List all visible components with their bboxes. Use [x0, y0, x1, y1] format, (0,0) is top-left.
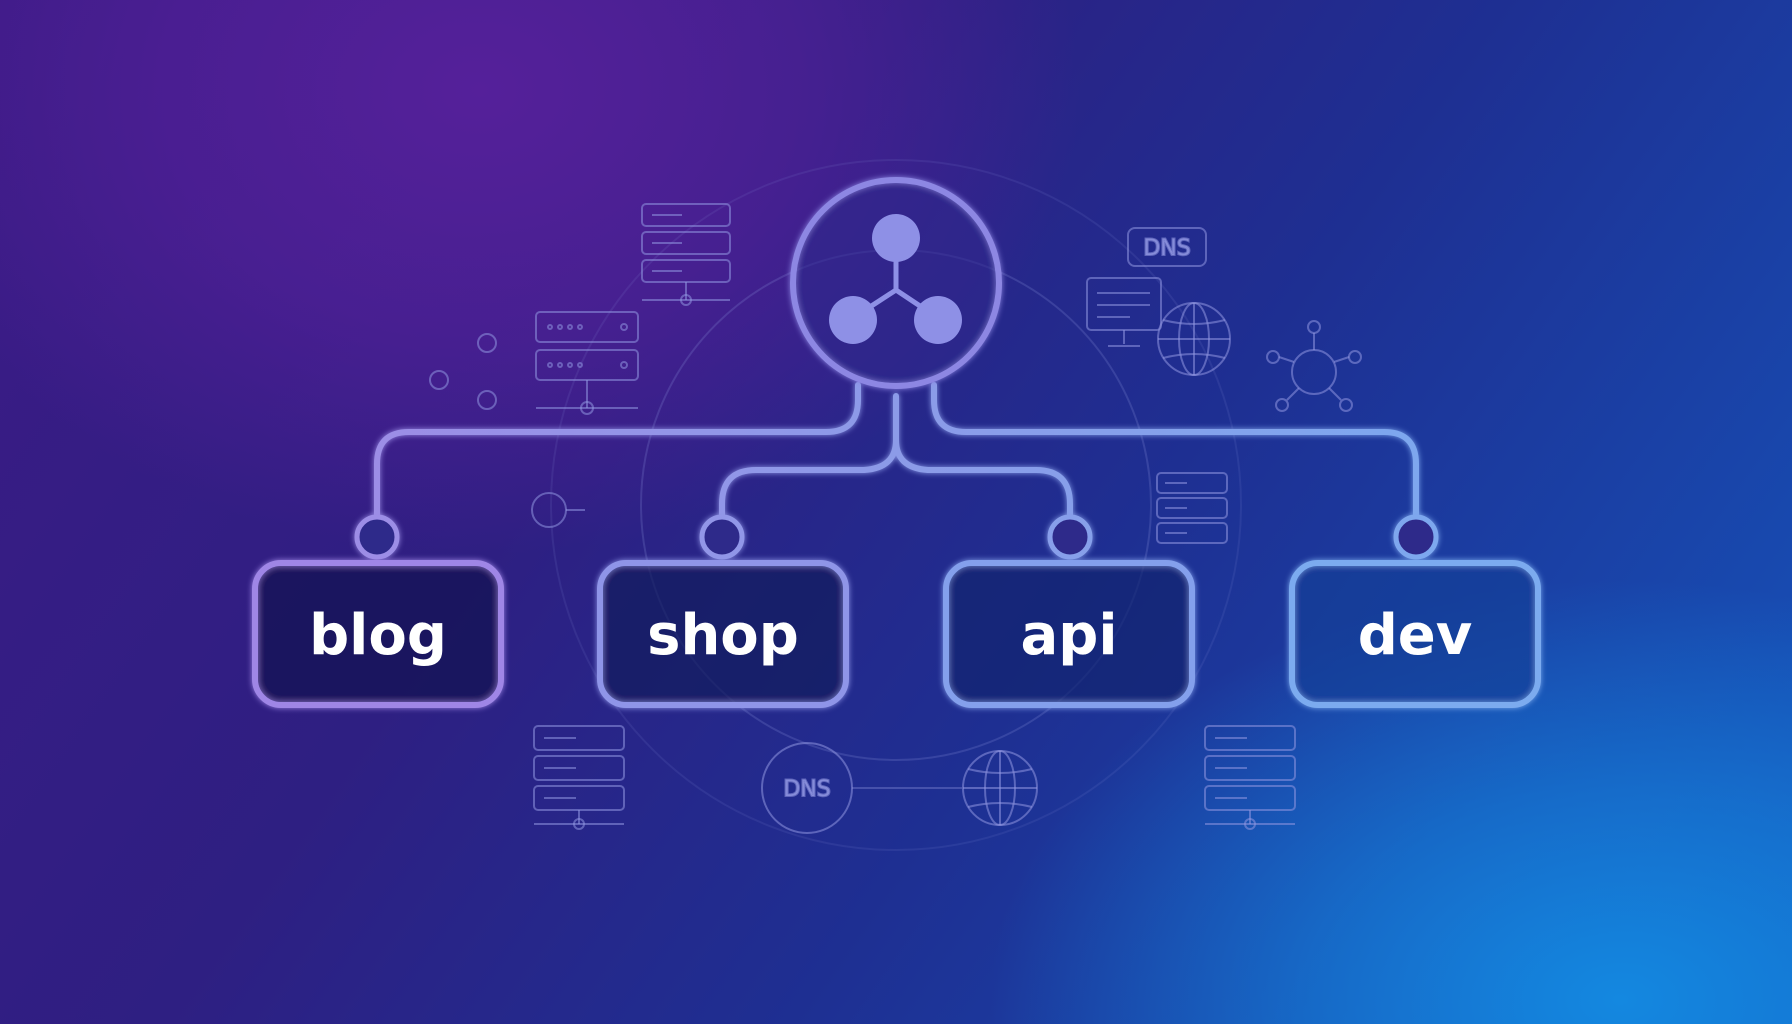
- connector-shop: [719, 467, 867, 521]
- api-connector-ring: [1047, 514, 1093, 560]
- connector-dev: [931, 382, 1419, 521]
- subdomain-node-blog[interactable]: blog: [252, 560, 504, 708]
- subdomain-label-shop: shop: [647, 603, 799, 668]
- monitor-icon: [1086, 277, 1162, 347]
- server-stack-icon: [533, 725, 625, 830]
- dots-icon: [429, 333, 497, 410]
- subdomain-label-dev: dev: [1358, 603, 1473, 668]
- connector-trunk: [861, 393, 899, 473]
- subdomain-node-dev[interactable]: dev: [1289, 560, 1541, 708]
- server-stack-icon: [535, 311, 639, 415]
- connector-lines: [374, 382, 1419, 521]
- dns-badge-label: DNS: [1143, 236, 1190, 261]
- shop-connector-ring: [699, 514, 745, 560]
- connector-rings: [354, 514, 1439, 560]
- subdomain-label-api: api: [1020, 603, 1117, 668]
- connector-api: [925, 467, 1073, 521]
- blog-connector-ring: [354, 514, 400, 560]
- node-link-icon: [531, 492, 585, 528]
- network-nodes-icon: [829, 214, 962, 344]
- connector-trunk-right: [893, 437, 931, 473]
- subdomain-node-shop[interactable]: shop: [597, 560, 849, 708]
- globe-icon: [962, 750, 1038, 826]
- server-stack-icon: [1156, 472, 1228, 544]
- dns-badge-icon: [1127, 227, 1207, 267]
- connector-blog: [374, 382, 861, 521]
- dns-circle-label: DNS: [783, 777, 830, 802]
- decor-icons: DNS: [429, 203, 1362, 834]
- server-stack-icon: [1204, 725, 1296, 830]
- hub-node: [790, 177, 1002, 389]
- dns-circle-icon: [761, 742, 962, 834]
- dev-connector-ring: [1393, 514, 1439, 560]
- server-stack-icon: [641, 203, 731, 306]
- globe-icon: [1157, 302, 1231, 376]
- subdomain-label-blog: blog: [309, 603, 447, 668]
- network-hub-icon: [1266, 320, 1362, 412]
- subdomain-node-api[interactable]: api: [943, 560, 1195, 708]
